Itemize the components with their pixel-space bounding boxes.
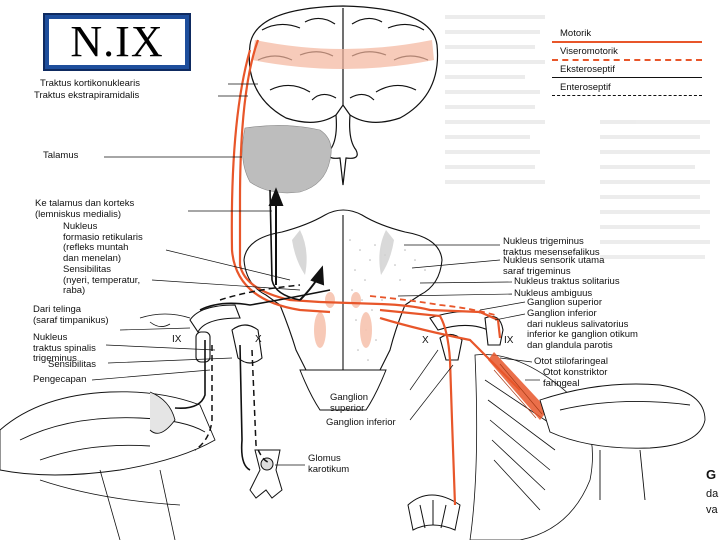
legend-item-enteroseptif: Enteroseptif bbox=[552, 82, 702, 100]
tongue-region bbox=[0, 391, 216, 476]
label-otot-konstriktor: Otot konstriktor faringeal bbox=[543, 367, 608, 389]
label-sensibilitas: Sensibilitas (nyeri, temperatur, raba) bbox=[63, 264, 141, 296]
label-nukleus-formasio: Nukleus formasio retikularis (refleks mu… bbox=[63, 221, 143, 264]
lower-brainstem bbox=[299, 369, 387, 411]
label-sensibilitas-2: Sensibilitas bbox=[48, 359, 97, 370]
lower-left-structures bbox=[39, 469, 181, 540]
legend-label: Viseromotorik bbox=[560, 46, 618, 57]
thalamus-shape bbox=[242, 125, 332, 194]
label-nukleus-trigeminus-mes: Nukleus trigeminus traktus mesensefaliku… bbox=[503, 236, 600, 258]
leader-lines bbox=[91, 83, 540, 466]
label-ganglion-inferior-center: Ganglion inferior bbox=[326, 417, 396, 428]
label-ix-right: IX bbox=[504, 335, 514, 346]
edge-text-g: G bbox=[706, 467, 717, 482]
label-ganglion-superior-right: Ganglion superior bbox=[527, 297, 602, 308]
legend-item-viseromotorik: Viseromotorik bbox=[552, 46, 702, 64]
label-nukleus-traktus-spinalis: Nukleus traktus spinalis trigeminus bbox=[33, 332, 96, 364]
right-tongue-region bbox=[539, 383, 706, 501]
left-nerve-sheaths bbox=[189, 304, 263, 364]
label-talamus: Talamus bbox=[43, 150, 79, 161]
legend-line-solid-orange bbox=[552, 41, 702, 43]
label-nukleus-sensorik-utama: Nukleus sensorik utama saraf trigeminus bbox=[503, 255, 605, 277]
label-traktus-ekstrapiramidalis: Traktus ekstrapiramidalis bbox=[34, 90, 140, 101]
enteroceptive-pathways bbox=[194, 284, 301, 463]
label-dari-telinga: Dari telinga (saraf timpanikus) bbox=[33, 304, 109, 326]
label-x-right: X bbox=[422, 335, 429, 346]
legend-item-motorik: Motorik bbox=[552, 28, 702, 46]
legend-line-dashed-orange bbox=[552, 59, 702, 61]
label-traktus-kortikonuklearis: Traktus kortikonuklearis bbox=[40, 78, 140, 89]
legend-item-eksteroseptif: Eksteroseptif bbox=[552, 64, 702, 82]
legend-label: Eksteroseptif bbox=[560, 64, 615, 75]
pharynx-bottom bbox=[407, 494, 461, 531]
title-inner: N.IX bbox=[49, 19, 185, 65]
label-ke-talamus: Ke talamus dan korteks (lemniskus medial… bbox=[35, 198, 135, 220]
label-x-left: X bbox=[255, 334, 262, 345]
motor-cortex-band bbox=[252, 40, 434, 69]
label-ganglion-inferior-right: Ganglion inferior dari nukleus salivator… bbox=[527, 308, 638, 351]
brainstem bbox=[243, 209, 443, 371]
label-ix-left: IX bbox=[172, 334, 182, 345]
background-text-shade bbox=[445, 15, 710, 259]
edge-text-va: va bbox=[706, 504, 718, 516]
legend-label: Enteroseptif bbox=[560, 82, 611, 93]
visceromotor-pathway bbox=[369, 295, 496, 316]
right-nerve-sheaths bbox=[429, 311, 504, 361]
label-pengecapan: Pengecapan bbox=[33, 374, 87, 385]
legend-line-solid-black bbox=[552, 77, 702, 78]
title-box: N.IX bbox=[43, 13, 191, 71]
motor-pathways bbox=[230, 39, 521, 506]
left-tympanic bbox=[139, 313, 191, 327]
label-nukleus-ambiguus: Nukleus ambiguus bbox=[514, 288, 593, 299]
edge-text-da: da bbox=[706, 488, 719, 500]
gray-columns bbox=[292, 230, 394, 275]
label-ganglion-superior-center: Ganglion superior bbox=[330, 392, 369, 414]
legend-label: Motorik bbox=[560, 28, 592, 39]
label-otot-stilofaringeal: Otot stilofaringeal bbox=[534, 356, 608, 367]
label-nukleus-traktus-solitarius: Nukleus traktus solitarius bbox=[514, 276, 620, 287]
carotid-body bbox=[249, 449, 283, 499]
slide-title: N.IX bbox=[70, 17, 164, 66]
label-glomus-karotikum: Glomus karotikum bbox=[308, 453, 350, 475]
ascending-arrows bbox=[268, 187, 325, 301]
legend-line-dashed-black bbox=[552, 95, 702, 96]
